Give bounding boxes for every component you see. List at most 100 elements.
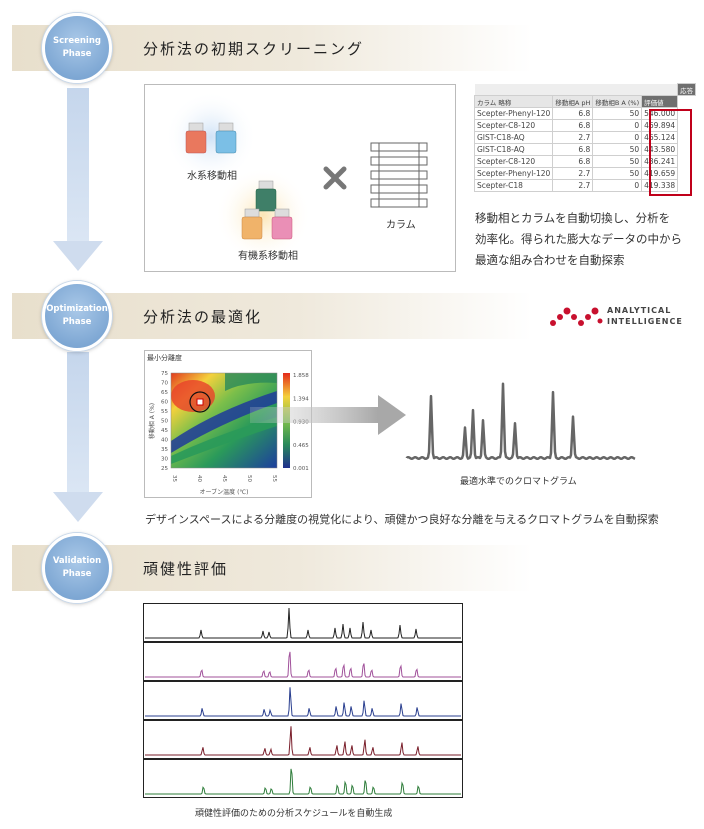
screening-description: 移動相とカラムを自動切換し、分析を 効率化。得られた膨大なデータの中から 最適な… xyxy=(475,208,700,271)
cross-icon xyxy=(323,166,347,190)
phase-circle-validation: Validation Phase xyxy=(42,533,112,603)
table-cell: 50 xyxy=(592,155,643,168)
top-results-highlight xyxy=(649,109,692,196)
table-top-header: 応答 xyxy=(677,83,697,96)
logo-text-line2: INTELLIGENCE xyxy=(607,317,683,326)
screening-results-table: 応答 カラム 略称 移動相A pH 移動相B A (%) 評価値 Scepter… xyxy=(473,83,697,196)
organic-bottle-green xyxy=(255,180,277,212)
optimum-marker-circle xyxy=(189,391,211,413)
phase-label-line2: Phase xyxy=(62,317,92,327)
table-cell: Scepter-C18 xyxy=(473,179,554,192)
y-tick-label: 45 xyxy=(161,428,168,434)
table-cell: Scepter-Phenyl-120 xyxy=(473,107,554,120)
organic-bottle-pink xyxy=(271,208,293,240)
aqueous-label: 水系移動相 xyxy=(187,171,237,182)
optimal-chromatogram xyxy=(405,382,636,461)
table-header: カラム 略称 xyxy=(473,95,554,108)
y-tick-label: 70 xyxy=(161,381,168,387)
table-cell: 0 xyxy=(592,131,643,144)
chromatogram-trace xyxy=(145,607,461,639)
table-cell: GIST-C18-AQ xyxy=(473,131,554,144)
y-tick-label: 65 xyxy=(161,390,168,396)
table-header: 移動相B A (%) xyxy=(592,95,643,108)
table-cell: 6.8 xyxy=(552,107,594,120)
phase-circle-optimization: Optimization Phase xyxy=(42,281,112,351)
table-header: 移動相A pH xyxy=(552,95,594,108)
robustness-chromatograms xyxy=(143,603,463,799)
phase-label-line1: Validation xyxy=(52,556,102,566)
phase-label-line2: Phase xyxy=(62,569,92,579)
x-tick-label: 35 xyxy=(171,475,177,482)
phase-label-line1: Screening xyxy=(53,36,101,46)
chromatogram-caption: 最適水準でのクロマトグラム xyxy=(460,477,577,487)
table-cell: 6.8 xyxy=(552,143,594,156)
y-tick-label: 25 xyxy=(161,466,168,472)
description-line: 最適な組み合わせを自動探索 xyxy=(475,253,625,267)
screening-illustration-panel: 水系移動相 有機系移動相 カラム xyxy=(144,84,456,272)
optimization-title: 分析法の最適化 xyxy=(143,308,263,326)
y-axis-label: 移動相 A (%) xyxy=(148,403,156,439)
x-tick-label: 45 xyxy=(221,475,227,482)
table-cell: 50 xyxy=(592,107,643,120)
scale-tick-label: 1.394 xyxy=(293,396,309,402)
robustness-traces xyxy=(143,603,463,798)
flow-arrow-shaft-2 xyxy=(67,352,89,494)
x-axis-label: オーブン温度 (℃) xyxy=(200,488,249,496)
optimization-description: デザインスペースによる分離度の視覚化により、頑健かつ良好な分離を与えるクロマトグ… xyxy=(145,513,659,526)
trace-frame xyxy=(143,720,463,759)
table-cell: 50 xyxy=(592,167,643,180)
optimum-point xyxy=(196,398,204,406)
table-cell: Scepter-Phenyl-120 xyxy=(473,167,554,180)
scale-tick-label: 1.858 xyxy=(293,373,309,379)
x-tick-label: 55 xyxy=(271,475,277,482)
trace-frame xyxy=(143,759,463,798)
trace-frame xyxy=(143,642,463,681)
validation-caption: 頑健性評価のための分析スケジュールを自動生成 xyxy=(195,809,393,819)
transition-arrow xyxy=(250,395,406,435)
flow-arrow-head-1 xyxy=(53,241,103,271)
scale-tick-label: 0.465 xyxy=(293,443,309,449)
analytical-intelligence-logo: ANALYTICAL INTELLIGENCE xyxy=(549,303,689,329)
logo-mark-icon xyxy=(550,307,603,326)
y-tick-label: 50 xyxy=(161,419,168,425)
table-cell: 2.7 xyxy=(552,179,594,192)
chromatogram-trace xyxy=(145,651,461,678)
description-line: 移動相とカラムを自動切換し、分析を xyxy=(475,211,671,225)
table-cell: Scepter-C8-120 xyxy=(473,119,554,132)
y-tick-label: 30 xyxy=(161,457,168,463)
table-cell: 6.8 xyxy=(552,155,594,168)
phase-circle-screening: Screening Phase xyxy=(42,13,112,83)
y-tick-label: 40 xyxy=(161,438,168,444)
heatmap-title: 最小分離度 xyxy=(147,354,182,362)
table-cell: 2.7 xyxy=(552,167,594,180)
table-cell: 0 xyxy=(592,179,643,192)
y-tick-label: 75 xyxy=(161,371,168,377)
trace-frame xyxy=(143,603,463,642)
table-cell: 0 xyxy=(592,119,643,132)
aqueous-bottle-blue xyxy=(215,122,237,154)
scale-tick-label: 0.001 xyxy=(293,466,309,472)
description-line: 効率化。得られた膨大なデータの中から xyxy=(475,232,682,246)
phase-label-line1: Optimization xyxy=(46,304,108,314)
columns-icon xyxy=(370,142,428,208)
validation-title: 頑健性評価 xyxy=(143,560,229,578)
y-tick-label: 60 xyxy=(161,400,168,406)
aqueous-bottle-red xyxy=(185,122,207,154)
trace-frame xyxy=(143,681,463,720)
flow-arrow-shaft-1 xyxy=(67,88,89,243)
table-cell: 50 xyxy=(592,143,643,156)
column-label: カラム xyxy=(386,220,416,231)
chromatogram-trace xyxy=(145,687,461,717)
chromatogram-trace xyxy=(145,726,461,756)
organic-bottle-orange xyxy=(241,208,263,240)
y-tick-label: 35 xyxy=(161,447,168,453)
screening-illustration xyxy=(165,91,428,263)
flow-arrow-head-2 xyxy=(53,492,103,522)
table-cell: Scepter-C8-120 xyxy=(473,155,554,168)
screening-title: 分析法の初期スクリーニング xyxy=(143,40,365,58)
logo-text-line1: ANALYTICAL xyxy=(607,306,672,315)
organic-label: 有機系移動相 xyxy=(238,251,298,262)
table-cell: 6.8 xyxy=(552,119,594,132)
